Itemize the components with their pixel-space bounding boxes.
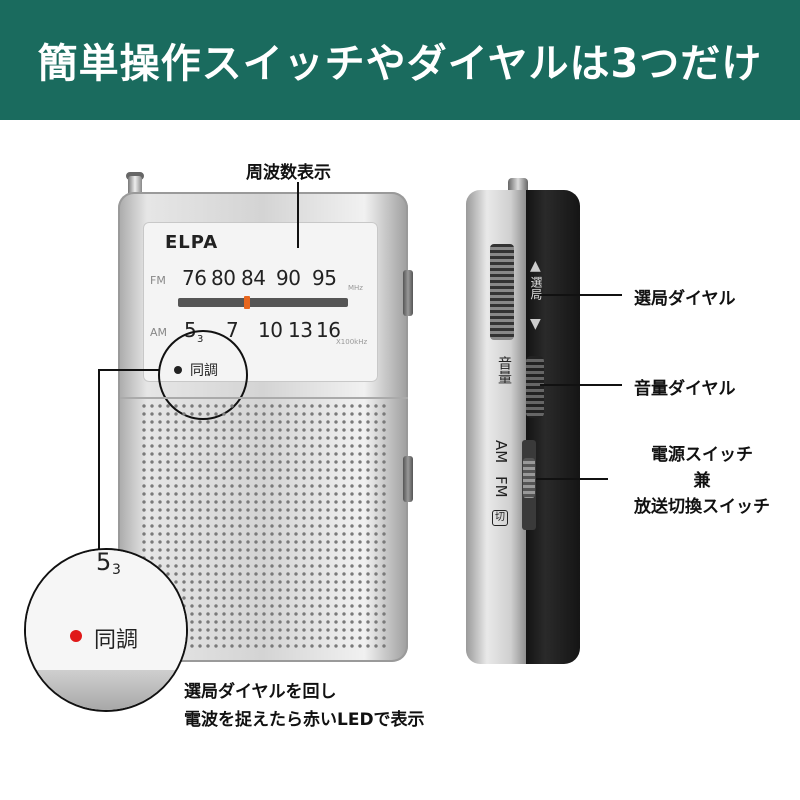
header-banner: 簡単操作スイッチやダイヤルは3つだけ: [0, 0, 800, 120]
red-led: [70, 630, 82, 642]
tuning-dial: [490, 244, 514, 340]
caption-line-1: 選局ダイヤルを回し: [184, 682, 337, 702]
banner-title: 簡単操作スイッチやダイヤルは3つだけ: [37, 41, 763, 87]
callout-frequency-display: 周波数表示: [246, 163, 331, 183]
tuning-scale-bar: [178, 298, 348, 307]
body-divider: [120, 397, 408, 399]
off-mark: 切: [492, 510, 508, 526]
fm-scale-90: 90: [276, 266, 301, 290]
am-band-label: AM: [150, 326, 168, 339]
zoom-leader-v: [98, 369, 100, 552]
tuning-pointer: [244, 296, 250, 309]
callout-line-tuning: [540, 294, 622, 296]
zoom-inset: 5 3 同調: [24, 548, 188, 712]
zoom-grille: [26, 670, 186, 710]
brand-logo: ELPA: [165, 232, 219, 253]
fm-scale-95: 95: [312, 266, 337, 290]
power-switch: [523, 458, 535, 498]
fm-band-label: FM: [150, 274, 166, 287]
volume-dial: [526, 356, 544, 418]
zoom-scale-number: 5: [96, 548, 112, 576]
callout-power-switch: 電源スイッチ 兼 放送切換スイッチ: [612, 442, 792, 520]
zoom-tune-label: 同調: [94, 628, 139, 653]
am-scale-13: 13: [288, 318, 313, 342]
tuning-dial-print: 選局: [529, 276, 543, 300]
am-scale-7: 7: [226, 318, 239, 342]
fm-scale-76: 76: [182, 266, 207, 290]
callout-volume-dial: 音量ダイヤル: [634, 379, 736, 399]
callout-line-frequency: [297, 182, 299, 248]
fm-unit: MHz: [348, 284, 363, 292]
arrow-up-icon: ▲: [530, 258, 541, 274]
arrow-down-icon: ▼: [530, 316, 541, 332]
zoom-scale-sub: 3: [112, 562, 121, 578]
zoom-panel: [26, 550, 186, 670]
caption-line-2: 電波を捉えたら赤いLEDで表示: [184, 710, 425, 730]
am-scale-10: 10: [258, 318, 283, 342]
tuning-knob-edge: [403, 270, 413, 316]
fm-scale-84: 84: [241, 266, 266, 290]
callout-line-switch: [536, 478, 608, 480]
power-switch-line-3: 放送切換スイッチ: [634, 497, 770, 517]
callout-line-volume: [540, 384, 622, 386]
band-am-print: AM: [492, 440, 510, 464]
volume-print: 音量: [496, 356, 512, 384]
radio-side-back: [522, 190, 580, 664]
side-antenna: [508, 178, 528, 192]
am-scale-16: 16: [316, 318, 341, 342]
led-caption: 選局ダイヤルを回し 電波を捉えたら赤いLEDで表示: [184, 678, 425, 734]
fm-scale-80: 80: [211, 266, 236, 290]
callout-tuning-dial: 選局ダイヤル: [634, 289, 736, 309]
zoom-leader-h: [98, 369, 160, 371]
volume-knob-edge: [403, 456, 413, 502]
power-switch-line-2: 兼: [693, 471, 711, 491]
am-unit: X100kHz: [336, 338, 368, 346]
band-fm-print: FM: [492, 476, 510, 498]
power-switch-line-1: 電源スイッチ: [651, 445, 753, 465]
